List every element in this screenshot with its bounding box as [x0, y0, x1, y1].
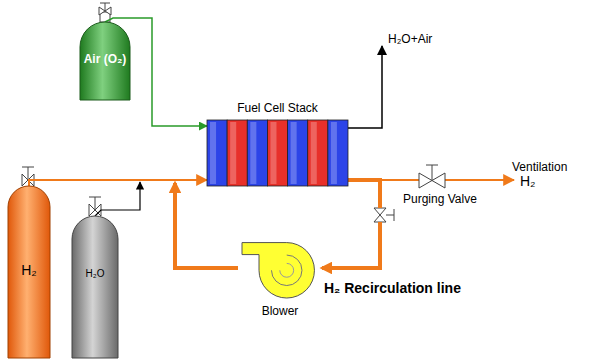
fuel-cell-stack: Fuel Cell Stack	[207, 120, 348, 186]
recirc-valve	[374, 208, 394, 222]
hydrogen-supply-line	[29, 180, 207, 186]
blower-shape	[238, 234, 322, 300]
node-text: Fuel Cell Stack	[207, 101, 348, 115]
recirculation-line-segment	[348, 180, 380, 208]
water-cylinder: H₂O	[72, 216, 118, 358]
exhaust-line	[348, 46, 382, 128]
purging-valve-shape	[419, 173, 445, 188]
air-cylinder: Air (O₂)	[80, 22, 130, 100]
fuel-cell-stack-shape	[207, 120, 348, 186]
ventilation-label: Ventilation	[512, 160, 567, 174]
vent-gas-label: H₂	[520, 173, 536, 189]
vent-line	[445, 179, 514, 181]
node-text: Air (O₂)	[82, 52, 128, 66]
water-injection-line-path	[95, 182, 140, 216]
node-text: H₂O	[72, 268, 118, 279]
edge-label: H₂ Recirculation line	[322, 280, 463, 296]
recirculation-line-segment	[322, 222, 380, 268]
hydrogen-supply-line-path	[29, 180, 207, 186]
purging-valve: Purging Valve	[419, 173, 445, 188]
node-text: H₂	[8, 262, 50, 278]
hydrogen-cylinder: H₂	[8, 186, 50, 358]
blower: Blower	[238, 234, 322, 300]
water-cylinder-shape	[72, 216, 118, 358]
node-text: Purging Valve	[403, 192, 477, 206]
recirculation-line	[322, 180, 380, 268]
water-valve	[89, 197, 101, 216]
recirculation-return-path	[175, 183, 238, 268]
node-text: Blower	[238, 304, 322, 318]
recirculation-return	[175, 183, 238, 268]
exhaust-label: H₂O+Air	[388, 32, 432, 46]
water-injection-line	[95, 182, 140, 216]
